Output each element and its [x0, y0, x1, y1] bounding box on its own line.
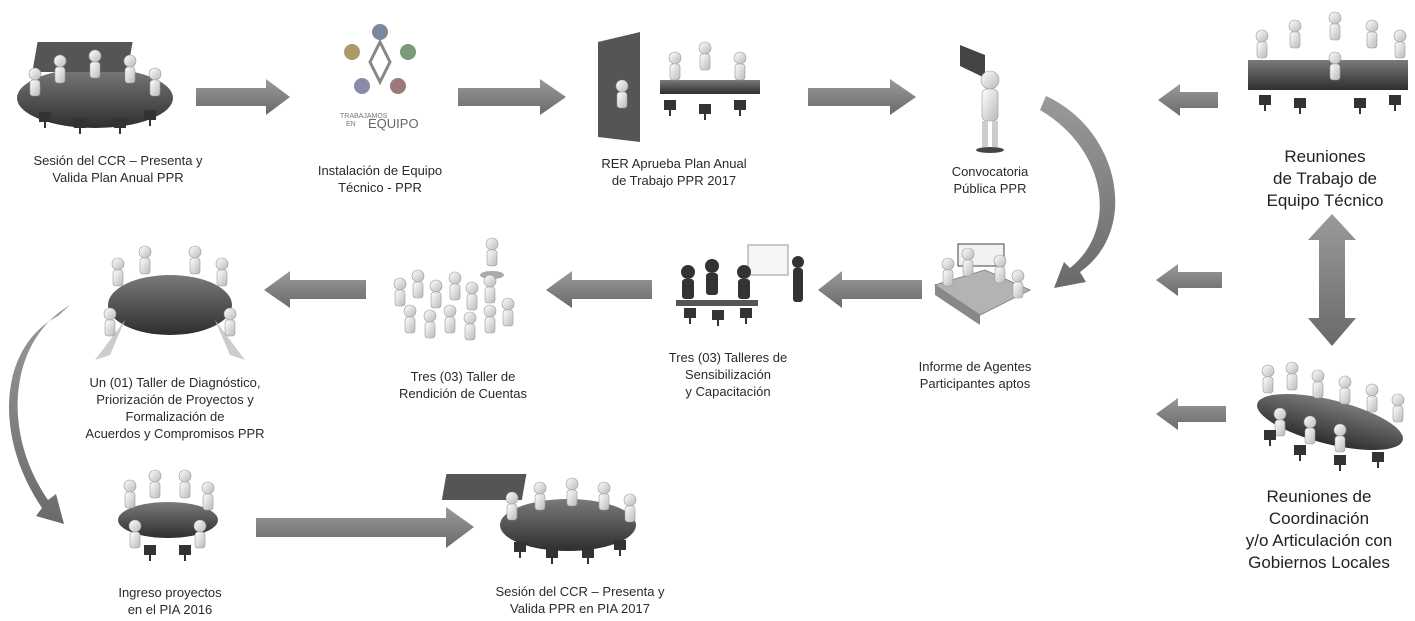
arrow-tech-to-5 [1156, 264, 1222, 296]
projects-pia-picture [118, 469, 218, 561]
coord-meetings-line-4: Gobiernos Locales [1248, 553, 1390, 572]
coord-meetings-picture [1257, 361, 1405, 471]
public-call-picture [960, 45, 1004, 153]
rer-approves-line-1: RER Aprueba Plan Anual [601, 156, 747, 171]
diagnosis-workshop-line-1: Un (01) Taller de Diagnóstico, [89, 375, 261, 390]
team-logo-picture: TRABAJAMOS EN EQUIPO [340, 24, 419, 131]
workshops-training-label: Tres (03) Talleres de Sensibilización y … [638, 349, 818, 400]
tech-meetings-line-2: de Trabajo de [1273, 169, 1377, 188]
public-call-line-1: Convocatoria [951, 164, 1029, 179]
arrow-1-to-2 [196, 79, 290, 115]
arrows [9, 79, 1356, 548]
accountability-line-2: Rendición de Cuentas [399, 386, 527, 401]
tech-meetings-line-1: Reuniones [1284, 147, 1366, 166]
arrow-coord-to-5 [1156, 398, 1226, 430]
arrow-7-to-8 [264, 271, 366, 308]
arrow-3-to-4 [808, 79, 916, 115]
arrow-5-to-6 [818, 271, 922, 308]
team-install-line-2: Técnico - PPR [338, 180, 422, 195]
workshops-training-line-2: Sensibilización [685, 367, 771, 382]
diagnosis-workshop-label: Un (01) Taller de Diagnóstico, Priorizac… [30, 374, 320, 442]
agents-report-label: Informe de Agentes Participantes aptos [890, 358, 1060, 392]
agents-report-line-2: Participantes aptos [919, 376, 1031, 391]
coord-meetings-line-2: Coordinación [1268, 509, 1370, 528]
accountability-label: Tres (03) Taller de Rendición de Cuentas [378, 368, 548, 402]
ccr-session-2-line-2: Valida PPR en PIA 2017 [510, 601, 650, 616]
workshops-training-picture [676, 244, 804, 326]
projects-pia-line-2: en el PIA 2016 [127, 602, 213, 617]
curved-arrow-4-to-5 [1040, 96, 1116, 288]
workshops-training-line-3: y Capacitación [685, 384, 771, 399]
diagnosis-workshop-line-2: Priorización de Proyectos y [96, 392, 254, 407]
agents-report-line-1: Informe de Agentes [918, 359, 1032, 374]
tech-meetings-picture [1248, 11, 1408, 114]
ccr-session-1-picture [17, 42, 173, 134]
double-arrow-vertical [1308, 214, 1356, 346]
coord-meetings-line-1: Reuniones de [1266, 487, 1372, 506]
ccr-session-2-line-1: Sesión del CCR – Presenta y [495, 584, 665, 599]
diagnosis-workshop-line-4: Acuerdos y Compromisos PPR [85, 426, 265, 441]
ccr-session-2-label: Sesión del CCR – Presenta y Valida PPR e… [460, 583, 700, 617]
diagnosis-workshop-picture [95, 245, 245, 360]
team-install-line-1: Instalación de Equipo [317, 163, 443, 178]
logo-text-3: EQUIPO [368, 116, 419, 131]
diagnosis-workshop-line-3: Formalización de [125, 409, 225, 424]
public-call-label: Convocatoria Pública PPR [915, 163, 1065, 197]
arrow-9-to-10 [256, 507, 474, 548]
ccr-session-1-label: Sesión del CCR – Presenta y Valida Plan … [4, 152, 232, 186]
tech-meetings-line-3: Equipo Técnico [1266, 191, 1384, 210]
rer-approves-picture [598, 32, 760, 142]
agents-report-picture [933, 243, 1032, 325]
ccr-session-2-picture [441, 474, 637, 564]
workshops-training-line-1: Tres (03) Talleres de [668, 350, 788, 365]
arrow-6-to-7 [546, 271, 652, 308]
tech-meetings-label: Reuniones de Trabajo de Equipo Técnico [1240, 146, 1410, 212]
logo-text-1: TRABAJAMOS [340, 113, 388, 120]
projects-pia-label: Ingreso proyectos en el PIA 2016 [80, 584, 260, 618]
ccr-session-1-line-1: Sesión del CCR – Presenta y [33, 153, 203, 168]
coord-meetings-line-3: y/o Articulación con [1245, 531, 1393, 550]
logo-text-2: EN [346, 121, 356, 128]
curved-arrow-8-to-9 [9, 305, 70, 524]
rer-approves-label: RER Aprueba Plan Anual de Trabajo PPR 20… [574, 155, 774, 189]
accountability-line-1: Tres (03) Taller de [410, 369, 516, 384]
projects-pia-line-1: Ingreso proyectos [118, 585, 222, 600]
coord-meetings-label: Reuniones de Coordinación y/o Articulaci… [1226, 486, 1412, 574]
arrow-tech-to-4 [1158, 84, 1218, 116]
arrow-2-to-3 [458, 79, 566, 115]
public-call-line-2: Pública PPR [953, 181, 1027, 196]
accountability-picture [393, 237, 515, 341]
rer-approves-line-2: de Trabajo PPR 2017 [611, 173, 737, 188]
team-install-label: Instalación de Equipo Técnico - PPR [290, 162, 470, 196]
ccr-session-1-line-2: Valida Plan Anual PPR [52, 170, 184, 185]
